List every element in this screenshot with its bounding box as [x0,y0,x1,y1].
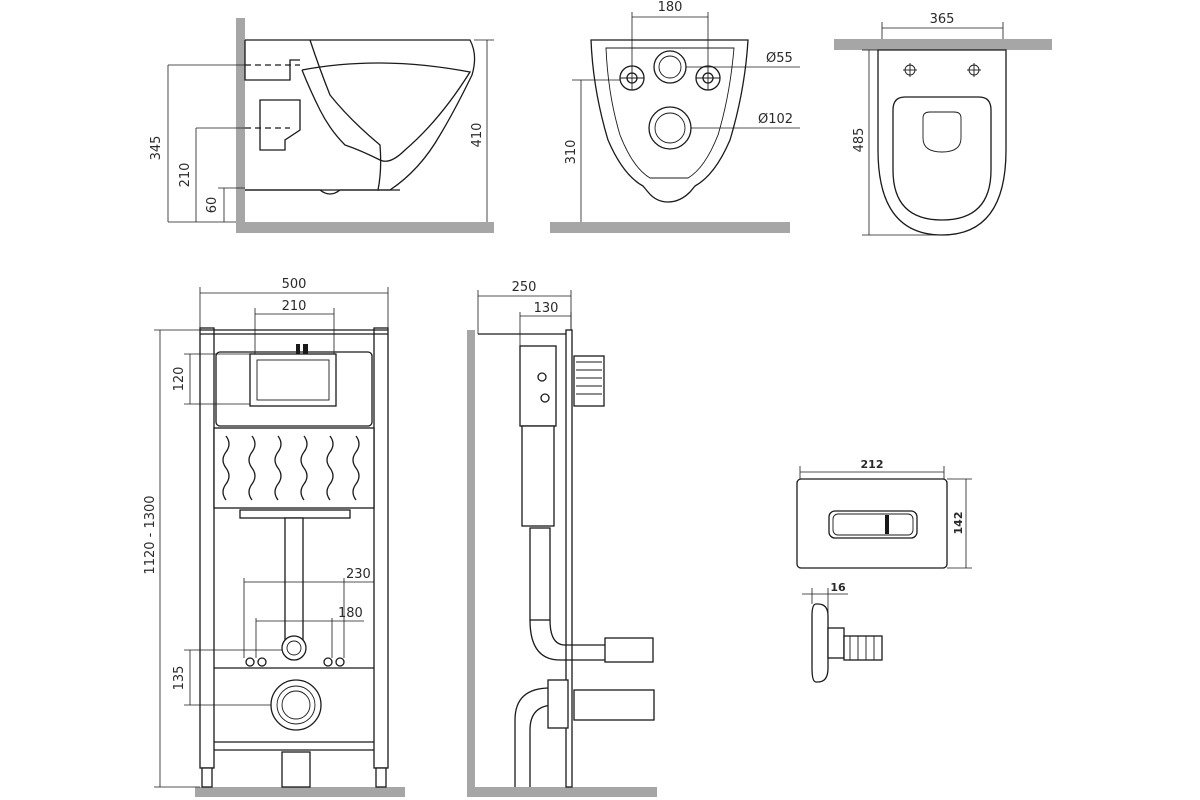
dim-range: 1120 - 1300 [143,495,158,574]
dim-345: 345 [149,136,164,161]
outlet-ring [270,679,322,731]
flush-button-frame [828,510,918,539]
side-post [565,329,573,788]
dim-16: 16 [830,581,846,594]
flush-button-divider [885,515,889,534]
dim-365: 365 [930,12,955,27]
dim-310: 310 [564,140,579,165]
dim-500: 500 [282,277,307,292]
toilet-side-view: 345 210 60 410 [149,18,494,233]
foot-right [375,767,387,788]
cistern-body [213,427,375,509]
side-outlet-flange [547,679,569,729]
side-drain-outer [514,687,551,787]
toilet-front-view: 180 Ø55 Ø102 310 [550,0,800,233]
side-outlet-pipe [573,689,655,721]
frame-left-post [199,327,215,769]
top-outline [877,49,1007,236]
dim-410: 410 [470,123,485,148]
side-floor [236,222,494,233]
flush-plate-side: 16 [802,581,883,683]
bowl-back-upper [244,40,300,81]
dim-180: 180 [658,0,683,15]
side-frame-floor [467,787,657,797]
side-inlet-connector [604,637,654,663]
dim-102: Ø102 [758,112,793,127]
stud-3 [323,657,333,667]
seat-outline [892,96,992,221]
plate-side-ribs [849,636,875,660]
dim-230: 230 [346,567,371,582]
outlet-ring-mid [276,685,316,725]
outlet-inner [654,112,686,144]
plate-side-mount [827,627,845,659]
flush-plate: 212 142 [796,458,972,569]
top-wall [834,39,1052,50]
inlet-ring [281,635,307,661]
bowl-back-lower [259,99,301,151]
water-inlet-inner [658,55,682,79]
dim-120: 120 [172,367,187,392]
stud-2 [257,657,267,667]
cistern-ribs [222,435,360,501]
seat-opening [922,111,962,153]
outlet-ring-inner [281,690,311,720]
front-floor [550,222,790,233]
plate-side-profile [811,603,829,683]
flush-button-inner [832,513,914,536]
valve-stem [296,344,300,354]
dim-142: 142 [952,512,965,535]
cistern-base [239,509,351,519]
dim-60: 60 [205,197,220,214]
bowl-inner [301,62,472,162]
dim-135: 135 [172,666,187,691]
side-valve-2 [540,393,550,403]
side-flush-pipe [529,527,551,621]
inlet-inner [286,640,302,656]
stud-4 [335,657,345,667]
dim-250: 250 [512,280,537,295]
bowl-outline [245,39,382,195]
frame-floor [195,787,405,797]
side-valve-1 [537,372,547,382]
dim-180f: 180 [338,606,363,621]
valve-stem-2 [303,344,308,354]
dim-55: Ø55 [766,51,793,66]
side-cistern-body [521,425,555,527]
bowl-top [310,39,476,191]
front-inner [605,47,735,179]
frame-right-post [373,327,389,769]
dim-130: 130 [534,301,559,316]
flush-pipe [284,517,304,641]
dim-210: 210 [178,163,193,188]
drain-stub [281,751,311,788]
side-wall [236,18,245,233]
side-frame-wall [467,330,475,797]
flush-opening-inner [256,359,330,401]
side-inlet-bend-inner [549,619,640,646]
flush-opening [249,353,337,407]
dim-210f: 210 [282,299,307,314]
side-flush-housing [573,355,605,407]
side-cistern-upper [519,345,557,427]
dim-485: 485 [852,128,867,153]
frame-side-view: 250 130 [467,280,657,797]
toilet-top-view: 365 485 [834,12,1052,236]
side-inlet-bend [529,619,640,661]
frame-front-view: 500 210 120 1120 - 1300 230 180 135 [143,277,405,797]
stud-1 [245,657,255,667]
front-outline [590,39,749,203]
side-flush-ribs [576,361,602,395]
foot-left [201,767,213,788]
dim-212: 212 [861,458,884,471]
